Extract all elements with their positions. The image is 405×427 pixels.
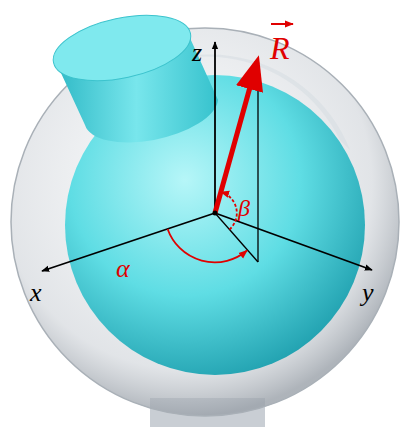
axis-label: y <box>362 280 374 306</box>
angle-label: β <box>238 196 250 220</box>
stem-top <box>47 4 196 92</box>
alpha-angle-arc <box>168 229 247 262</box>
beta-angle-arc <box>221 192 237 230</box>
vector-r-arrow <box>215 62 257 213</box>
axis-label: z <box>192 40 202 66</box>
vector-label: R <box>270 32 290 64</box>
z-axis <box>214 42 216 213</box>
angle-label: α <box>116 256 130 282</box>
vector-accent-arrow <box>271 23 293 25</box>
vertical-projection-line <box>257 62 258 262</box>
y-axis <box>215 213 372 270</box>
origin-point <box>213 211 218 216</box>
outer-socket-sphere <box>11 28 399 416</box>
axis-label: x <box>30 280 42 306</box>
